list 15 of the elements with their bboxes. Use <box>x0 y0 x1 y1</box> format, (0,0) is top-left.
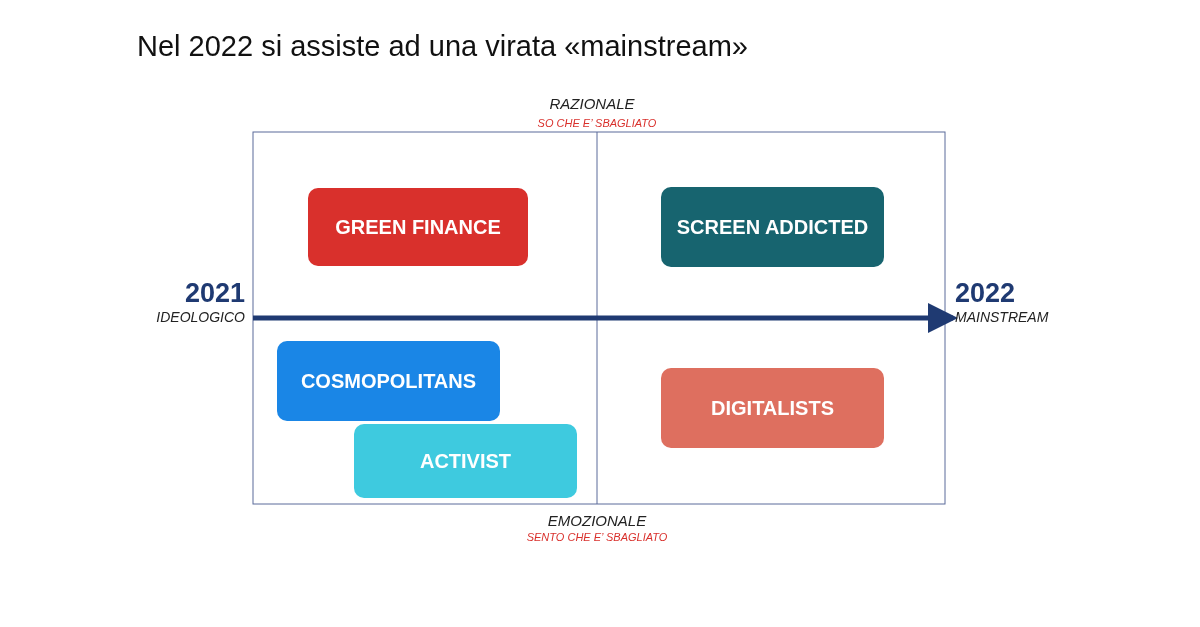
title: Nel 2022 si assiste ad una virata «mainstream» <box>137 30 748 63</box>
axis-note: SO CHE E’ SBAGLIATO <box>537 117 657 129</box>
axis-label: RAZIONALE <box>549 95 635 112</box>
arrow <box>253 303 958 333</box>
category-box: ACTIVIST <box>354 424 577 498</box>
year-label: 2021 <box>183 278 245 309</box>
axis-note: SENTO CHE E’ SBAGLIATO <box>526 531 668 543</box>
axis-label: MAINSTREAM <box>955 309 1050 325</box>
axis-label: IDEOLOGICO <box>155 309 245 325</box>
category-box: DIGITALISTS <box>661 368 884 448</box>
year-label: 2022 <box>955 278 1017 309</box>
category-box: COSMOPOLITANS <box>277 341 500 421</box>
axis-label: EMOZIONALE <box>547 512 647 529</box>
category-box: GREEN FINANCE <box>308 188 528 266</box>
category-box: SCREEN ADDICTED <box>661 187 884 267</box>
